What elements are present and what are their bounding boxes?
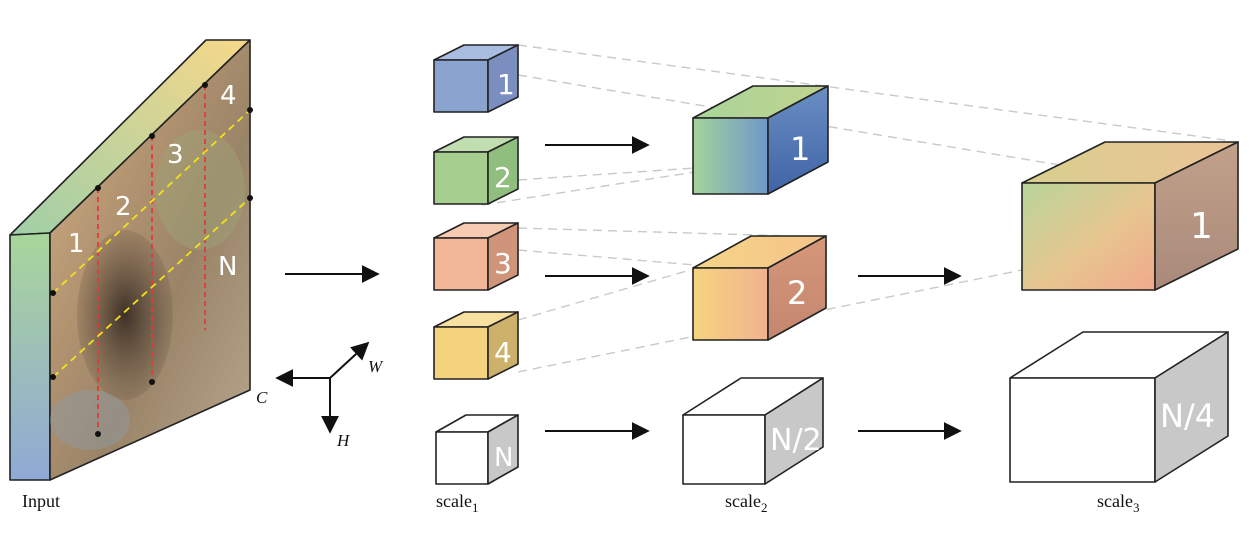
cube-side (764, 377, 824, 485)
scale3-cube-n4: N/4 (1009, 331, 1229, 483)
cube-front (692, 117, 769, 195)
cube-label: 2 (787, 274, 807, 312)
grid-dot (202, 82, 208, 88)
cube-side (767, 235, 827, 341)
scale3-caption: scale3 (1097, 491, 1139, 515)
cube-side (487, 414, 519, 485)
bear-shape (77, 230, 173, 400)
grid-dot (149, 133, 155, 139)
cube-side (1154, 141, 1239, 291)
scale2-caption-main: scale (725, 491, 761, 511)
grid-dot (50, 374, 56, 380)
scale1-cube-3: 3 (433, 222, 519, 291)
guide-line (481, 171, 696, 206)
scale2-cube-1: 1 (692, 85, 829, 195)
patch-label-3: 3 (167, 140, 184, 170)
cube-front (682, 414, 766, 485)
scale1-caption-main: scale (436, 491, 472, 511)
axis-w-arrow (329, 341, 370, 379)
cube-side (487, 311, 519, 380)
scale3-caption-main: scale (1097, 491, 1133, 511)
grid-yellow-line-1 (52, 109, 251, 294)
grid-dot (149, 379, 155, 385)
guide-line (517, 249, 696, 266)
grid-dot (95, 431, 101, 437)
scale1-cube-n: N (435, 414, 519, 485)
cube-label: 1 (790, 130, 810, 168)
foliage-shape (155, 130, 245, 250)
scale1-caption-sub: 1 (472, 500, 479, 515)
scale2-cube-2: 2 (692, 235, 827, 341)
scale3-caption-sub: 3 (1133, 500, 1140, 515)
scale1-cube-4: 4 (433, 311, 519, 380)
cube-label: 1 (1190, 206, 1213, 247)
cube-front (692, 267, 769, 341)
scale1-caption: scale1 (436, 491, 478, 515)
scale3-cube-1: 1 (1021, 141, 1239, 291)
grid-dot (50, 290, 56, 296)
cube-label: N (494, 443, 513, 473)
cube-front (433, 326, 489, 380)
patch-label-1: 1 (68, 229, 85, 259)
cube-label: N/2 (770, 423, 822, 458)
ground-shape (50, 390, 130, 450)
flow-arrows (285, 136, 962, 440)
cube-side (487, 222, 519, 291)
patch-label-n: N (218, 252, 237, 282)
cube-front (433, 151, 489, 205)
grid-yellow-line-2 (52, 197, 251, 378)
grid-dot (247, 195, 253, 201)
guide-line (517, 167, 696, 181)
grid-dot (95, 185, 101, 191)
cube-label: 3 (494, 247, 512, 280)
cube-front (1009, 377, 1156, 483)
cube-side (1154, 331, 1229, 483)
scale2-cube-n2: N/2 (682, 377, 824, 485)
cube-front (433, 59, 489, 113)
scale1-cube-1: 1 (433, 44, 519, 113)
guide-line (517, 74, 1151, 181)
input-grid-red (97, 85, 206, 434)
input-slab-front (9, 232, 51, 481)
input-slab: 1 2 3 4 N Input (9, 39, 253, 511)
cube-label: 2 (494, 161, 512, 194)
cube-label: N/4 (1160, 397, 1215, 435)
grid-dot (247, 107, 253, 113)
axis-w-label: W (368, 357, 384, 376)
guide-line (517, 269, 691, 321)
cube-label: 1 (497, 68, 515, 101)
scale2-caption-sub: 2 (761, 500, 768, 515)
cube-side (487, 136, 519, 205)
patch-label-2: 2 (115, 192, 132, 222)
cube-front (435, 431, 489, 485)
cube-front (433, 237, 489, 291)
axis-h-label: H (336, 431, 351, 450)
grid-dots (50, 82, 253, 437)
cube-side (487, 44, 519, 113)
input-caption: Input (22, 491, 60, 511)
axes-indicator: C W H (256, 341, 384, 450)
scale2-caption: scale2 (725, 491, 767, 515)
cube-front (1021, 182, 1156, 291)
input-grid-yellow (52, 109, 251, 378)
cube-side (767, 85, 829, 195)
patch-label-4: 4 (220, 81, 237, 111)
scale1-cube-2: 2 (433, 136, 519, 205)
cube-label: 4 (494, 336, 512, 369)
axis-c-label: C (256, 388, 268, 407)
